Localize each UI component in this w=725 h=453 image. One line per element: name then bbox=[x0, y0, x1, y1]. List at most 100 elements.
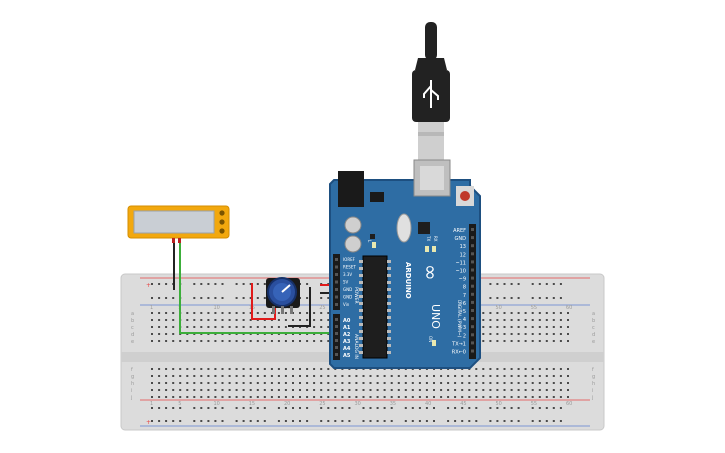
breadboard-hole[interactable] bbox=[235, 283, 238, 285]
lcd-button-top[interactable] bbox=[219, 210, 225, 216]
breadboard-hole[interactable] bbox=[320, 382, 323, 384]
breadboard-hole[interactable] bbox=[200, 297, 203, 299]
breadboard-hole[interactable] bbox=[214, 312, 217, 314]
breadboard-hole[interactable] bbox=[390, 382, 393, 384]
breadboard-hole[interactable] bbox=[193, 326, 196, 328]
breadboard-hole[interactable] bbox=[517, 420, 520, 422]
breadboard-hole[interactable] bbox=[256, 375, 259, 377]
breadboard-hole[interactable] bbox=[320, 389, 323, 391]
breadboard-hole[interactable] bbox=[235, 312, 238, 314]
breadboard-hole[interactable] bbox=[517, 333, 520, 335]
breadboard-hole[interactable] bbox=[433, 420, 435, 422]
breadboard-hole[interactable] bbox=[559, 407, 562, 409]
breadboard-hole[interactable] bbox=[545, 283, 548, 285]
breadboard-hole[interactable] bbox=[418, 382, 421, 384]
breadboard-hole[interactable] bbox=[538, 407, 541, 409]
breadboard-hole[interactable] bbox=[404, 396, 407, 398]
breadboard-hole[interactable] bbox=[348, 396, 351, 398]
breadboard-hole[interactable] bbox=[200, 396, 203, 398]
breadboard-hole[interactable] bbox=[242, 389, 245, 391]
breadboard-hole[interactable] bbox=[383, 407, 386, 409]
breadboard-hole[interactable] bbox=[256, 396, 259, 398]
breadboard-hole[interactable] bbox=[235, 319, 238, 321]
breadboard-hole[interactable] bbox=[503, 297, 506, 299]
breadboard-hole[interactable] bbox=[440, 389, 443, 391]
breadboard-hole[interactable] bbox=[284, 382, 287, 384]
power-pin-hole[interactable] bbox=[335, 303, 338, 306]
breadboard-hole[interactable] bbox=[270, 340, 273, 342]
breadboard-hole[interactable] bbox=[172, 382, 175, 384]
digital-pin-hole[interactable] bbox=[471, 349, 474, 353]
breadboard-hole[interactable] bbox=[151, 396, 153, 398]
breadboard-hole[interactable] bbox=[496, 368, 499, 370]
breadboard-hole[interactable] bbox=[567, 333, 569, 335]
breadboard-hole[interactable] bbox=[531, 297, 534, 299]
breadboard-hole[interactable] bbox=[228, 368, 231, 370]
breadboard-hole[interactable] bbox=[221, 368, 224, 370]
breadboard-hole[interactable] bbox=[172, 389, 175, 391]
analog-pin-hole[interactable] bbox=[335, 346, 338, 349]
breadboard-hole[interactable] bbox=[496, 326, 499, 328]
breadboard-hole[interactable] bbox=[200, 420, 203, 422]
breadboard-hole[interactable] bbox=[545, 319, 548, 321]
breadboard-hole[interactable] bbox=[172, 375, 175, 377]
breadboard-hole[interactable] bbox=[418, 420, 421, 422]
breadboard-hole[interactable] bbox=[531, 420, 534, 422]
breadboard-hole[interactable] bbox=[496, 312, 499, 314]
breadboard-hole[interactable] bbox=[489, 407, 492, 409]
breadboard-hole[interactable] bbox=[397, 382, 400, 384]
breadboard-hole[interactable] bbox=[468, 375, 471, 377]
breadboard-hole[interactable] bbox=[369, 407, 372, 409]
breadboard-hole[interactable] bbox=[327, 340, 330, 342]
breadboard-hole[interactable] bbox=[256, 340, 259, 342]
breadboard-hole[interactable] bbox=[235, 382, 238, 384]
breadboard-hole[interactable] bbox=[292, 368, 294, 370]
breadboard-hole[interactable] bbox=[270, 368, 273, 370]
breadboard-hole[interactable] bbox=[151, 382, 153, 384]
digital-pin-hole[interactable] bbox=[471, 325, 474, 329]
breadboard-hole[interactable] bbox=[277, 389, 280, 391]
power-pin-hole[interactable] bbox=[335, 273, 338, 276]
breadboard-hole[interactable] bbox=[214, 407, 217, 409]
breadboard-hole[interactable] bbox=[545, 382, 548, 384]
breadboard-hole[interactable] bbox=[482, 382, 485, 384]
breadboard-hole[interactable] bbox=[510, 297, 513, 299]
breadboard-hole[interactable] bbox=[207, 389, 210, 391]
digital-pin-hole[interactable] bbox=[471, 228, 474, 231]
breadboard-hole[interactable] bbox=[475, 396, 478, 398]
breadboard-hole[interactable] bbox=[158, 319, 161, 321]
breadboard-hole[interactable] bbox=[151, 283, 153, 285]
breadboard-hole[interactable] bbox=[327, 319, 330, 321]
breadboard-hole[interactable] bbox=[489, 326, 492, 328]
breadboard-hole[interactable] bbox=[313, 375, 316, 377]
breadboard-hole[interactable] bbox=[510, 407, 513, 409]
breadboard-hole[interactable] bbox=[158, 326, 161, 328]
breadboard-hole[interactable] bbox=[179, 368, 182, 370]
breadboard-hole[interactable] bbox=[334, 396, 337, 398]
breadboard-hole[interactable] bbox=[242, 326, 245, 328]
breadboard-hole[interactable] bbox=[172, 297, 175, 299]
breadboard-hole[interactable] bbox=[207, 340, 210, 342]
breadboard-hole[interactable] bbox=[545, 297, 548, 299]
breadboard-hole[interactable] bbox=[242, 312, 245, 314]
breadboard-hole[interactable] bbox=[193, 389, 196, 391]
breadboard-hole[interactable] bbox=[306, 283, 309, 285]
breadboard-hole[interactable] bbox=[151, 389, 153, 391]
breadboard-hole[interactable] bbox=[186, 326, 189, 328]
breadboard-hole[interactable] bbox=[362, 420, 365, 422]
breadboard-hole[interactable] bbox=[503, 407, 506, 409]
breadboard-hole[interactable] bbox=[503, 326, 506, 328]
power-pin-hole[interactable] bbox=[335, 288, 338, 291]
breadboard-hole[interactable] bbox=[559, 382, 562, 384]
breadboard-hole[interactable] bbox=[517, 326, 520, 328]
breadboard-hole[interactable] bbox=[284, 375, 287, 377]
breadboard-hole[interactable] bbox=[447, 420, 450, 422]
breadboard-hole[interactable] bbox=[284, 340, 287, 342]
breadboard-hole[interactable] bbox=[151, 407, 153, 409]
breadboard-hole[interactable] bbox=[221, 297, 224, 299]
analog-pin-hole[interactable] bbox=[335, 353, 338, 356]
breadboard-hole[interactable] bbox=[390, 407, 393, 409]
breadboard-hole[interactable] bbox=[524, 319, 527, 321]
breadboard-hole[interactable] bbox=[299, 382, 301, 384]
breadboard-hole[interactable] bbox=[299, 396, 301, 398]
